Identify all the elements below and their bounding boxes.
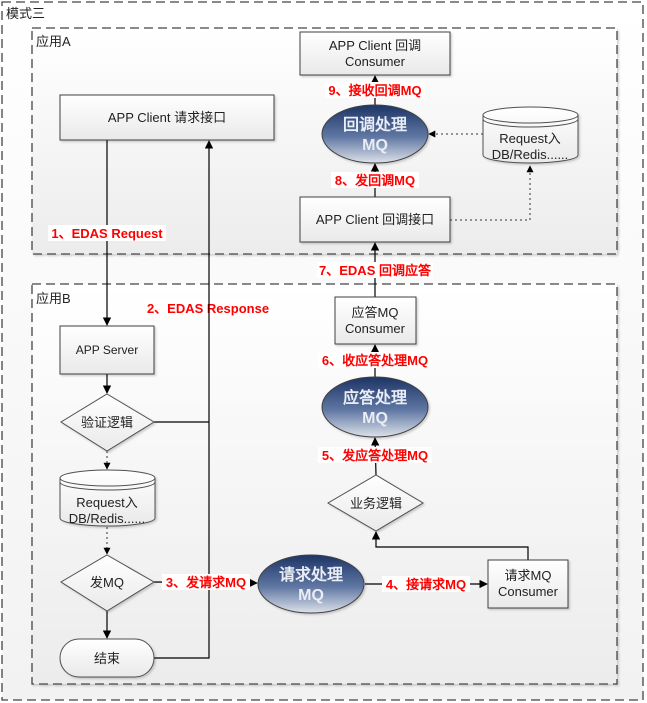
step-9-label: 9、接收回调MQ (325, 82, 425, 98)
node-callback-mq-line2: MQ (362, 137, 388, 154)
node-client-request-api: APP Client 请求接口 (59, 94, 275, 141)
step-4-text: 4、接请求MQ (386, 577, 466, 592)
step-6-text: 6、收应答处理MQ (322, 353, 428, 368)
node-request-mq-line1: 请求处理 (279, 565, 343, 584)
node-client-callback-consumer-line2: Consumer (345, 54, 406, 69)
node-end: 结束 (59, 638, 155, 678)
step-3-text: 3、发请求MQ (166, 575, 246, 590)
node-response-mq-line2: MQ (362, 410, 388, 427)
node-response-mq-line1: 应答处理 (343, 388, 407, 407)
step-7-text: 7、EDAS 回调应答 (319, 263, 432, 278)
step-6-label: 6、收应答处理MQ (318, 352, 432, 368)
node-business-logic: 业务逻辑 (327, 474, 424, 532)
node-request-consumer: 请求MQ Consumer (487, 559, 569, 609)
node-request-mq-line2: MQ (298, 587, 324, 604)
step-8-text: 8、发回调MQ (335, 173, 415, 188)
node-callback-mq: 回调处理 MQ (321, 104, 429, 164)
node-callback-db-line2: DB/Redis...... (492, 147, 569, 162)
node-client-request-api-label: APP Client 请求接口 (108, 110, 226, 125)
node-request-db-line2: DB/Redis...... (69, 511, 146, 526)
node-callback-db: Request入 DB/Redis...... (482, 106, 579, 164)
node-request-consumer-line1: 请求MQ (505, 568, 552, 583)
node-request-db-line1: Request入 (76, 495, 137, 510)
node-send-mq: 发MQ (60, 554, 155, 612)
step-3-label: 3、发请求MQ (162, 574, 250, 590)
step-5-label: 5、发应答处理MQ (318, 447, 432, 463)
node-callback-mq-line1: 回调处理 (343, 115, 407, 134)
step-5-text: 5、发应答处理MQ (322, 448, 428, 463)
node-client-callback-consumer-line1: APP Client 回调 (329, 38, 421, 53)
node-end-label: 结束 (94, 651, 120, 666)
edge-consumer-to-business (371, 531, 529, 560)
step-8-label: 8、发回调MQ (331, 172, 419, 188)
step-7-label: 7、EDAS 回调应答 (317, 262, 433, 278)
node-request-consumer-line2: Consumer (498, 584, 559, 599)
node-validate-logic-label: 验证逻辑 (81, 415, 133, 430)
node-client-callback-api-label: APP Client 回调接口 (316, 212, 434, 227)
node-response-mq: 应答处理 MQ (321, 376, 429, 438)
step-2-label: 2、EDAS Response (144, 300, 272, 317)
edge-edas-response (154, 140, 214, 659)
node-response-consumer-line1: 应答MQ (352, 305, 399, 320)
node-callback-db-line1: Request入 (499, 131, 560, 146)
step-1-label: 1、EDAS Request (48, 225, 166, 241)
node-app-server-label: APP Server (76, 343, 138, 357)
region-app-b-label: 应用B (36, 291, 71, 306)
step-2-text: 2、EDAS Response (147, 301, 269, 316)
node-client-callback-api: APP Client 回调接口 (299, 196, 451, 243)
node-validate-logic: 验证逻辑 (60, 393, 155, 452)
node-app-server: APP Server (59, 325, 155, 375)
node-client-callback-consumer: APP Client 回调 Consumer (299, 31, 451, 76)
node-business-logic-label: 业务逻辑 (350, 496, 402, 511)
mode-title: 模式三 (6, 6, 45, 21)
step-9-text: 9、接收回调MQ (328, 83, 421, 98)
node-request-mq: 请求处理 MQ (257, 554, 365, 614)
step-4-label: 4、接请求MQ (382, 576, 470, 592)
node-response-consumer-line2: Consumer (345, 321, 406, 336)
node-send-mq-label: 发MQ (90, 575, 124, 590)
node-response-consumer: 应答MQ Consumer (334, 296, 417, 345)
edge-callback-api-to-db (450, 165, 534, 221)
node-request-db: Request入 DB/Redis...... (59, 469, 156, 527)
step-1-text: 1、EDAS Request (51, 226, 163, 241)
region-app-a-label: 应用A (36, 34, 71, 49)
